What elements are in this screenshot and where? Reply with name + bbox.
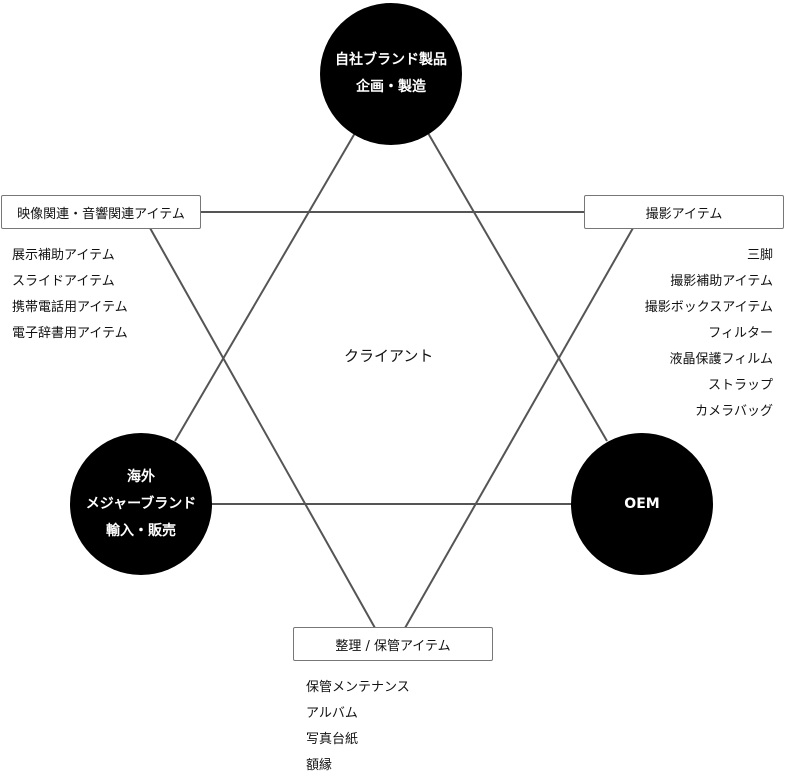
node-oem-label: OEM — [624, 495, 660, 512]
node-overseas-line-2: メジャーブランド — [85, 495, 197, 512]
list-item: フィルター — [708, 326, 773, 341]
line-top-to-bottom-left — [174, 132, 356, 442]
list-item: 液晶保護フィルム — [669, 352, 773, 367]
list-item: 額縁 — [306, 758, 333, 773]
node-oem[interactable]: OEM — [571, 433, 713, 575]
node-own-brand-line-2: 企画・製造 — [356, 79, 426, 95]
list-item: 写真台紙 — [306, 732, 359, 747]
node-overseas-line-3: 輸入・販売 — [106, 522, 176, 539]
list-item: 携帯電話用アイテム — [12, 300, 128, 315]
box-storage-items-label: 整理 / 保管アイテム — [335, 638, 451, 654]
list-av-items: 展示補助アイテム スライドアイテム 携帯電話用アイテム 電子辞書用アイテム — [12, 243, 128, 347]
box-av-items-label: 映像関連・音響関連アイテム — [17, 206, 185, 222]
list-item: ストラップ — [707, 378, 773, 393]
box-av-items[interactable]: 映像関連・音響関連アイテム — [1, 195, 201, 229]
list-photo-items: 三脚 撮影補助アイテム 撮影ボックスアイテム フィルター 液晶保護フィルム スト… — [645, 243, 773, 425]
line-left-box-to-bottom-box — [149, 227, 376, 629]
list-item: スライドアイテム — [12, 274, 115, 289]
node-overseas-brand[interactable]: 海外 メジャーブランド 輸入・販売 — [70, 433, 212, 575]
node-own-brand-line-1: 自社ブランド製品 — [335, 52, 447, 68]
node-overseas-line-1: 海外 — [127, 468, 155, 485]
list-storage-items: 保管メンテナンス アルバム 写真台紙 額縁 — [306, 675, 410, 779]
list-item: 電子辞書用アイテム — [12, 326, 128, 341]
list-item: カメラバッグ — [695, 404, 773, 419]
line-top-to-bottom-right — [427, 132, 608, 442]
list-item: 撮影ボックスアイテム — [644, 300, 773, 315]
box-photo-items[interactable]: 撮影アイテム — [584, 195, 784, 229]
list-item: 展示補助アイテム — [12, 248, 115, 263]
list-item: 撮影補助アイテム — [670, 274, 773, 289]
box-photo-items-label: 撮影アイテム — [645, 206, 723, 222]
line-right-box-to-bottom-box — [404, 227, 634, 629]
list-item: 保管メンテナンス — [306, 680, 410, 695]
box-storage-items[interactable]: 整理 / 保管アイテム — [293, 627, 493, 661]
node-own-brand[interactable]: 自社ブランド製品 企画・製造 — [320, 3, 462, 145]
center-client-label: クライアント — [344, 347, 434, 365]
list-item: アルバム — [306, 706, 358, 721]
list-item: 三脚 — [746, 248, 773, 263]
